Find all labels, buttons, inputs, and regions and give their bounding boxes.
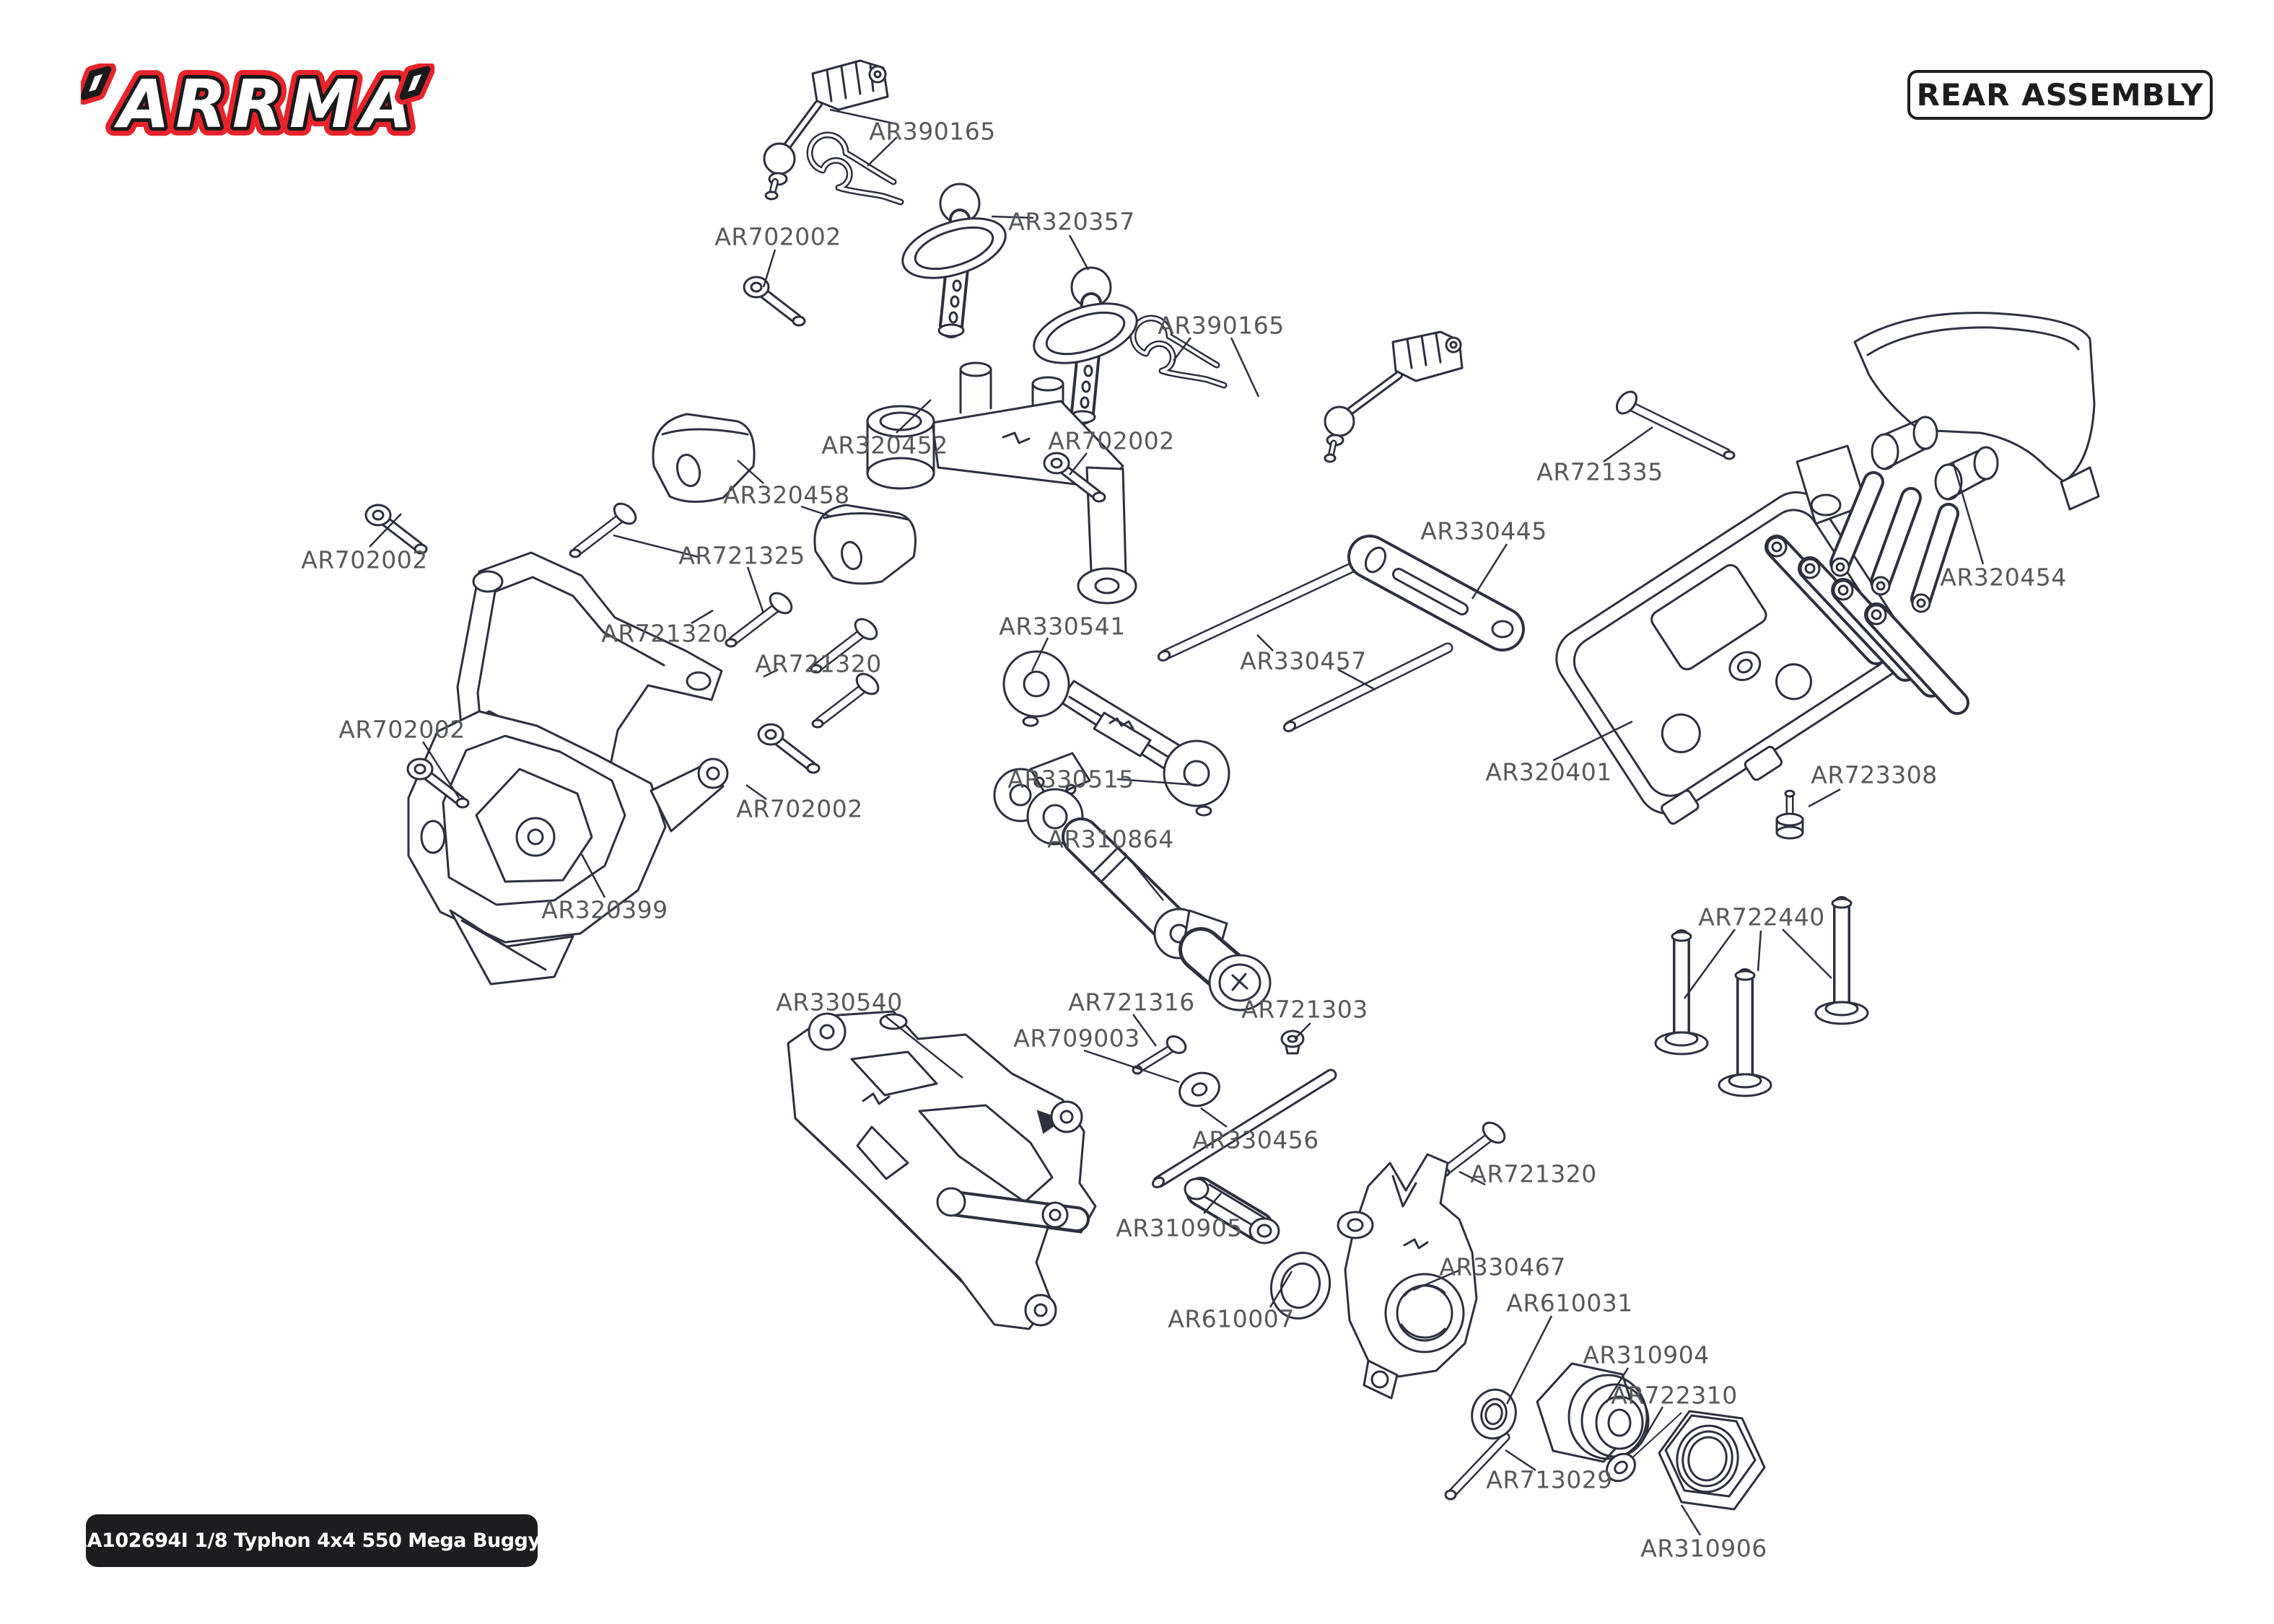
hinge-pin-screw-drawing-4 — [813, 670, 882, 727]
part-label-ar702002-16: AR702002 — [338, 715, 465, 744]
body-post-drawing-2 — [1033, 266, 1138, 425]
model-footer-text: C-ARA102694I 1/8 Typhon 4x4 550 Mega Bug… — [35, 1529, 588, 1552]
hub-carrier-drawing — [1337, 1153, 1478, 1400]
part-label-ar702002-1: AR702002 — [714, 222, 841, 251]
logo-left-mark — [81, 63, 116, 105]
part-label-ar330457-15: AR330457 — [1240, 646, 1367, 675]
part-label-ar310864-21: AR310864 — [1047, 825, 1174, 853]
part-label-ar330467-32: AR330467 — [1439, 1252, 1566, 1281]
lock-nut-drawing — [1658, 1410, 1766, 1511]
outdrive-coupler-drawing — [1184, 1177, 1280, 1245]
gearbox-case-drawing — [407, 710, 729, 986]
cap-screw-drawing-5 — [758, 724, 819, 773]
part-label-ar702002-5: AR702002 — [1048, 426, 1175, 455]
part-label-ar320401-18: AR320401 — [1485, 758, 1612, 786]
part-label-ar310906-37: AR310906 — [1640, 1534, 1767, 1563]
suspension-arm-drawing — [787, 1010, 1097, 1330]
camber-link-drawing — [1002, 650, 1230, 817]
part-label-ar721303-26: AR721303 — [1241, 995, 1368, 1024]
pivot-brace-drawing — [1347, 535, 1525, 651]
leader-lines — [369, 108, 1985, 1536]
chassis-finger-straps-drawing — [1764, 444, 1969, 715]
part-label-ar721320-14: AR721320 — [755, 649, 882, 678]
model-footer-box: C-ARA102694I 1/8 Typhon 4x4 550 Mega Bug… — [35, 1514, 588, 1567]
foam-pad-drawing-2 — [813, 504, 917, 585]
part-label-ar721320-9: AR721320 — [601, 619, 728, 648]
wheel-hub-drawing — [1536, 1362, 1650, 1463]
part-label-ar310905-29: AR310905 — [1116, 1213, 1243, 1242]
part-label-ar610007-31: AR610007 — [1168, 1304, 1295, 1333]
flat-screw-drawing — [1606, 1412, 1682, 1483]
hinge-pin-screw-drawing-2 — [726, 589, 795, 646]
small-screw-drawing-723308 — [1775, 789, 1804, 840]
short-pin-drawing-721316 — [1132, 1035, 1187, 1075]
diff-pin-drawing-713029 — [1444, 1432, 1510, 1501]
part-label-ar721325-8: AR721325 — [678, 541, 805, 570]
part-label-ar721335-10: AR721335 — [1536, 457, 1663, 486]
part-label-ar320357-2: AR320357 — [1008, 207, 1135, 236]
driveshaft-drawing — [993, 752, 1272, 1011]
bearing-drawing-1 — [1269, 1252, 1331, 1320]
hinge-pin-screw-drawing-1 — [570, 500, 639, 557]
steering-link-drawing-1 — [763, 59, 889, 201]
bearing-drawing-2 — [1471, 1388, 1517, 1440]
part-label-ar330515-17: AR330515 — [1007, 765, 1134, 794]
logo-right-mark — [395, 63, 434, 105]
part-label-ar330540-24: AR330540 — [776, 988, 903, 1017]
shock-pin-drawing-2 — [1718, 968, 1772, 1097]
long-pin-drawing-721335 — [1615, 390, 1736, 460]
steering-link-drawing-2 — [1324, 330, 1464, 463]
part-label-ar320454-12: AR320454 — [1940, 563, 2067, 592]
part-label-ar330456-28: AR330456 — [1192, 1125, 1319, 1154]
part-label-ar702002-20: AR702002 — [736, 794, 863, 823]
part-label-ar723308-19: AR723308 — [1811, 760, 1938, 789]
foam-pad-drawing-1 — [652, 413, 756, 504]
upper-link-drawing — [936, 1187, 1090, 1232]
cap-screw-drawing-1 — [744, 277, 805, 325]
arrma-logo: ARRMA ARRMA — [81, 63, 434, 147]
hinge-pin-rod-drawing-1 — [1157, 554, 1374, 662]
part-label-ar310904-34: AR310904 — [1583, 1340, 1710, 1369]
shock-pin-drawing-1 — [1654, 929, 1709, 1055]
washer-drawing — [1178, 1071, 1220, 1107]
shock-pin-drawing-3 — [1814, 896, 1869, 1025]
part-label-ar702002-7: AR702002 — [301, 545, 428, 574]
hinge-pin-rod-drawing-3 — [1152, 1068, 1337, 1189]
part-label-ar721316-25: AR721316 — [1068, 988, 1195, 1017]
logo-text: ARRMA — [114, 66, 419, 143]
assembly-title-box: REAR ASSEMBLY — [1907, 70, 2213, 120]
part-label-ar722310-35: AR722310 — [1611, 1381, 1738, 1410]
part-label-ar713029-36: AR713029 — [1486, 1465, 1613, 1494]
part-label-ar320452-4: AR320452 — [821, 431, 948, 460]
part-label-ar320399-22: AR320399 — [541, 895, 668, 924]
part-label-ar709003-27: AR709003 — [1013, 1024, 1140, 1053]
part-label-ar390165-3: AR390165 — [1158, 311, 1285, 340]
part-label-ar721320-30: AR721320 — [1470, 1159, 1597, 1188]
part-label-ar722440-23: AR722440 — [1698, 903, 1825, 931]
rear-bumper-drawing — [1829, 312, 2100, 613]
part-label-ar330445-11: AR330445 — [1420, 517, 1547, 545]
logo-text-outline: ARRMA — [114, 66, 419, 143]
body-post-drawing-1 — [901, 183, 1007, 338]
part-label-ar610031-33: AR610031 — [1506, 1289, 1633, 1317]
part-label-ar390165-0: AR390165 — [869, 117, 996, 146]
part-label-ar330541-13: AR330541 — [999, 612, 1126, 641]
page-title: REAR ASSEMBLY — [1916, 77, 2204, 113]
part-label-ar320458-6: AR320458 — [723, 480, 850, 509]
